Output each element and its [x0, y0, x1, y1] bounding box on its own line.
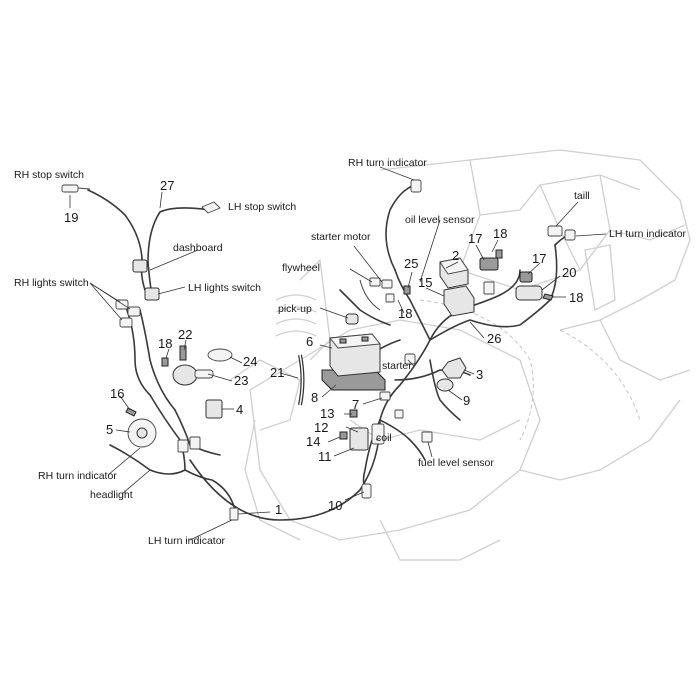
- ref-22: 22: [178, 327, 192, 342]
- lh-stop-switch-part: [201, 201, 221, 214]
- frame-outline: [229, 149, 691, 561]
- components: [61, 179, 576, 521]
- fuse-7: [379, 391, 391, 401]
- dashboard-connector: [132, 259, 148, 273]
- ref-20: 20: [562, 265, 576, 280]
- label-flywheel: flywheel: [282, 262, 320, 274]
- fuel-level-sensor-connector: [421, 431, 433, 443]
- bolt-16: [125, 407, 137, 417]
- ref-25: 25: [404, 256, 418, 271]
- starter-relay-3: [441, 357, 467, 379]
- label-oil-level-sensor: oil level sensor: [405, 214, 475, 226]
- bolt-18-front: [161, 357, 169, 367]
- label-starter: starter: [382, 360, 412, 372]
- label-fuel-level-sensor: fuel level sensor: [418, 457, 494, 469]
- ref-17-top: 17: [468, 231, 482, 246]
- label-taill: taill: [574, 190, 590, 202]
- ref-24: 24: [243, 354, 257, 369]
- pick-up-sensor: [345, 313, 359, 325]
- cdi-15: [443, 285, 475, 317]
- reference-numbers: 19 27 18 22 24 23 21 16 4 5 6 8 7 13 12 …: [64, 178, 583, 517]
- ref-18-top: 18: [493, 226, 507, 241]
- label-starter-motor: starter motor: [311, 231, 371, 243]
- ref-4: 4: [236, 402, 243, 417]
- ref-27: 27: [160, 178, 174, 193]
- ref-18-front: 18: [158, 336, 172, 351]
- ref-17-rear: 17: [532, 251, 546, 266]
- label-rh-stop-switch: RH stop switch: [14, 169, 84, 181]
- ref-16: 16: [110, 386, 124, 401]
- bolt-18-rear: [542, 293, 554, 301]
- ref-11: 11: [318, 449, 332, 464]
- label-lh-lights-switch: LH lights switch: [188, 282, 261, 294]
- ref-18-rear: 18: [569, 290, 583, 305]
- ref-15: 15: [418, 275, 432, 290]
- ref-2: 2: [452, 248, 459, 263]
- label-lh-turn-indicator-rear: LH turn indicator: [609, 228, 687, 240]
- spark-plug-cap-10: [361, 483, 372, 499]
- relay-17-top: [479, 257, 499, 271]
- screw-25: [403, 285, 411, 295]
- bolt-14: [339, 431, 348, 440]
- relay-17-rear: [519, 271, 533, 283]
- component-9: [436, 378, 454, 392]
- label-headlight: headlight: [90, 489, 133, 501]
- ref-21: 21: [270, 365, 284, 380]
- label-rh-turn-indicator-front: RH turn indicator: [38, 470, 117, 482]
- ignition-key: [207, 348, 233, 362]
- label-coil: coil: [376, 432, 392, 444]
- ref-14: 14: [306, 434, 320, 449]
- label-dashboard: dashboard: [173, 242, 223, 254]
- screw-22: [179, 345, 187, 361]
- key-switch: [172, 364, 198, 386]
- ref-26: 26: [487, 331, 501, 346]
- relay-4: [205, 399, 223, 419]
- rh-stop-switch-part: [61, 184, 79, 193]
- ref-9: 9: [463, 393, 470, 408]
- label-lh-turn-indicator-front: LH turn indicator: [148, 535, 226, 547]
- ref-12: 12: [314, 420, 328, 435]
- rh-turn-indicator-rear-connector: [410, 179, 422, 193]
- ref-3: 3: [476, 367, 483, 382]
- ref-5: 5: [106, 422, 113, 437]
- ref-13: 13: [320, 406, 334, 421]
- ref-19: 19: [64, 210, 78, 225]
- leader-lines: [69, 166, 607, 541]
- tail-light-connector: [547, 225, 563, 237]
- text-labels: RH stop switch LH stop switch dashboard …: [14, 157, 687, 547]
- label-pick-up: pick-up: [278, 303, 312, 315]
- ref-23: 23: [234, 373, 248, 388]
- ref-1: 1: [275, 502, 282, 517]
- ref-10: 10: [328, 498, 342, 513]
- ref-8: 8: [311, 390, 318, 405]
- label-lh-stop-switch: LH stop switch: [228, 201, 296, 213]
- ref-6: 6: [306, 334, 313, 349]
- screw-13: [349, 409, 358, 418]
- ref-7: 7: [352, 397, 359, 412]
- ref-18-mid: 18: [398, 306, 412, 321]
- label-rh-lights-switch: RH lights switch: [14, 277, 89, 289]
- component-20: [515, 285, 543, 301]
- ignition-coil: [349, 427, 369, 451]
- label-rh-turn-indicator-top: RH turn indicator: [348, 157, 427, 169]
